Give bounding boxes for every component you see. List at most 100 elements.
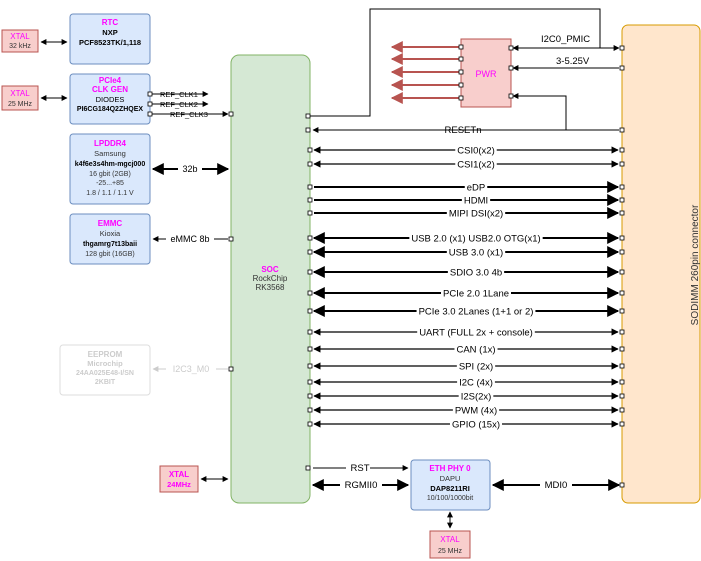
i2c-pmic-route (309, 8, 601, 117)
rgmii-label-bg (340, 478, 382, 491)
emmc-vendor: Kioxia (100, 229, 121, 238)
pin (619, 197, 625, 203)
signal-bus-label-bg (464, 182, 488, 194)
signal-bus: UART (FULL 2x + console) (313, 327, 619, 339)
signal-bus-label: SPI (2x) (459, 362, 493, 373)
eth-phy-title: ETH PHY 0 (429, 464, 471, 473)
pin (307, 290, 313, 296)
pcie-clk-part: PI6CG184Q2ZHQEX (77, 106, 143, 113)
lpddr4-size: 16 gbit (2GB) (89, 171, 131, 178)
signal-bus-label-bg (449, 419, 503, 431)
sodimm-connector-block (621, 24, 701, 504)
signal-bus-label-bg (455, 145, 497, 157)
emmc-block (69, 213, 151, 265)
lpddr4-block (69, 133, 151, 205)
signal-bus-label-bg (456, 361, 496, 373)
reset-label: RESETn (445, 125, 482, 136)
signal-bus-label-bg (417, 327, 535, 339)
pwr-outputs (390, 41, 461, 104)
signal-bus-label-bg (446, 247, 506, 259)
soc-model: RK3568 (256, 283, 285, 292)
signal-bus: HDMI (314, 194, 620, 207)
pin (458, 44, 464, 50)
signal-bus: SPI (2x) (313, 361, 619, 373)
signal-bus-label-bg (409, 233, 543, 245)
eeprom-block (59, 344, 151, 396)
xtal-rtc-freq: 32 kHz (9, 43, 31, 50)
pin (619, 329, 625, 335)
signal-bus-label: CAN (1x) (456, 345, 495, 356)
pin (307, 161, 313, 167)
pin (307, 421, 313, 427)
pwr-block (460, 38, 512, 108)
eeprom-part: 24AA025E48-I/SN (76, 370, 134, 377)
signal-bus-label: CSI0(x2) (457, 146, 494, 157)
pin (619, 45, 625, 51)
rgmii-label: RGMII0 (345, 480, 378, 491)
signal-bus-label: HDMI (464, 196, 488, 207)
pin (619, 290, 625, 296)
rtc-block (69, 13, 151, 65)
soc-title: SOC (261, 265, 279, 274)
pcie-clk-gen-block (69, 73, 151, 125)
rst-label: RST (351, 463, 370, 474)
signal-bus-label-bg (447, 267, 505, 279)
pin (147, 101, 153, 107)
signal-bus-label-bg (455, 159, 497, 171)
lpddr-bus-label-bg (178, 162, 202, 175)
pin (619, 127, 625, 133)
emmc-part: thgamrg7t13baii (83, 241, 137, 248)
signal-bus-label-bg (457, 377, 495, 389)
eeprom-vendor: Microchip (87, 359, 123, 368)
pin (458, 56, 464, 62)
signal-bus-label: I2S(2x) (461, 392, 492, 403)
signal-bus: PCIe 3.0 2Lanes (1+1 or 2) (312, 305, 620, 318)
xtal-soc-block (159, 465, 199, 493)
pin (307, 329, 313, 335)
signal-bus: USB 3.0 (x1) (312, 246, 620, 259)
lpddr4-part: k4f6e3s4hm-mgcj000 (75, 161, 146, 168)
supply-label: 3-5.25V (556, 56, 590, 67)
ref-clk1-label: REF_CLK1 (160, 90, 198, 99)
pin (307, 407, 313, 413)
signal-bus-label: PCIe 3.0 2Lanes (1+1 or 2) (419, 307, 534, 318)
pin (305, 113, 311, 119)
signal-bus-label-bg (461, 195, 491, 207)
emmc-title: EMMC (98, 219, 123, 228)
lpddr4-title: LPDDR4 (94, 139, 127, 148)
signal-bus: GPIO (15x) (313, 419, 619, 431)
signal-bus-label: SDIO 3.0 4b (450, 268, 502, 279)
signal-bus: MIPI DSI(x2) (314, 207, 620, 220)
pin (305, 465, 311, 471)
signal-bus-label-bg (452, 405, 500, 417)
rst-label-bg (346, 462, 370, 474)
pin (508, 45, 514, 51)
pin (619, 235, 625, 241)
soc-block (230, 54, 311, 504)
pin (307, 197, 313, 203)
pin (619, 421, 625, 427)
signal-bus: PCIe 2.0 1Lane (312, 287, 620, 300)
signal-bus-label: MIPI DSI(x2) (449, 209, 503, 220)
pin (619, 184, 625, 190)
signal-bus-label: USB 3.0 (x1) (449, 248, 503, 259)
pin (458, 69, 464, 75)
signal-bus-label: PCIe 2.0 1Lane (443, 289, 509, 300)
signal-bus: USB 2.0 (x1) USB2.0 OTG(x1) (312, 232, 620, 245)
signal-bus-label-bg (446, 208, 506, 220)
reset-loop (512, 93, 567, 130)
signal-bus: I2S(2x) (313, 391, 619, 403)
pin (458, 95, 464, 101)
eeprom-size: 2KBIT (95, 379, 116, 386)
rtc-title: RTC (102, 18, 119, 27)
pin (508, 93, 514, 99)
pcie-clk-vendor: DIODES (96, 95, 125, 104)
sodimm-label: SODIMM 260pin connector (690, 204, 701, 325)
pin (619, 346, 625, 352)
mdi-label: MDI0 (545, 480, 568, 491)
signal-bus-label: eDP (467, 183, 485, 194)
signal-bus-label: PWM (4x) (455, 406, 497, 417)
eth-phy-speed: 10/100/1000bit (427, 495, 473, 502)
xtal-soc-title: XTAL (169, 470, 189, 479)
